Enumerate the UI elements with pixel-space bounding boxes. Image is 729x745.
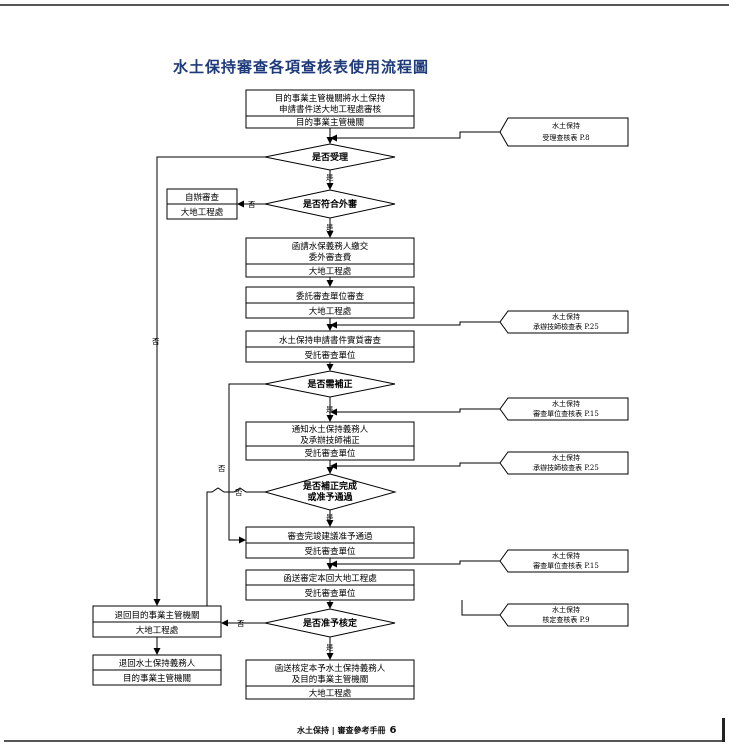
ref1-line1: 水土保持 [552, 121, 580, 130]
ref6-line1: 水土保持 [552, 605, 580, 614]
notify-owner: 受託審查單位 [304, 448, 356, 459]
no-label-d1: 否 [152, 337, 160, 346]
process-box-submit [245, 89, 415, 129]
self-review-line1: 自辦審查 [185, 192, 220, 203]
entrust-owner: 大地工程處 [309, 306, 352, 317]
no-label-d4: 否 [235, 488, 243, 497]
self-review-owner: 大地工程處 [181, 207, 224, 218]
submit-owner: 目的事業主管機關 [296, 117, 364, 128]
yes-label-d2: 是 [326, 223, 334, 232]
process-box-notify-correction [245, 421, 415, 461]
return-authority-owner: 大地工程處 [136, 625, 179, 636]
process-box-return-obligor [92, 654, 222, 686]
ref-tag-accept-checklist [499, 117, 629, 147]
page-title: 水土保持審查各項查核表使用流程圖 [173, 58, 430, 76]
ref5-line1: 水土保持 [552, 551, 580, 560]
no-label-d2: 否 [248, 200, 256, 209]
notify-line1: 通知水土保持義務人 [292, 424, 369, 435]
return-obligor-line1: 退回水土保持義務人 [119, 658, 196, 669]
yes-label-d1: 是 [326, 173, 334, 182]
yes-label-d4: 是 [326, 513, 334, 522]
ref-tag-approve-checklist [499, 603, 629, 627]
ref2-line2: 承辦技師檢查表 P.25 [533, 322, 599, 331]
entrust-line1: 委託審查單位審查 [296, 291, 365, 302]
substantive-line1: 水土保持申請書件實質審查 [279, 335, 382, 346]
process-box-return-authority [92, 605, 222, 638]
ref-tag-engineer-checklist-2 [499, 451, 629, 475]
ref-connectors [330, 131, 500, 616]
ref3-line1: 水土保持 [552, 399, 580, 408]
sendback-owner: 受託審查單位 [304, 588, 356, 599]
yes-label-d5: 是 [326, 643, 334, 652]
sendback-line1: 函送審定本回大地工程處 [283, 573, 377, 584]
submit-line1: 目的事業主管機關將水土保持 [275, 93, 386, 104]
fee-owner: 大地工程處 [309, 266, 352, 277]
decision-correction-complete [263, 473, 397, 511]
decision-complete-label-2: 或准予通過 [307, 491, 353, 503]
top-rule [0, 4, 729, 6]
ref-tag-unit-checklist-2 [499, 549, 629, 573]
no-label-d3: 否 [218, 464, 226, 473]
approve-owner: 大地工程處 [309, 688, 352, 699]
no-label-d5: 否 [237, 619, 245, 628]
branch-connectors [153, 156, 265, 655]
process-box-fee [245, 237, 415, 278]
notify-line2: 及承辦技師補正 [300, 435, 360, 446]
ref4-line1: 水土保持 [552, 453, 580, 462]
process-box-self-review [166, 188, 238, 220]
approve-line1: 函送核定本予水土保持義務人 [275, 663, 386, 674]
ref4-line2: 承辦技師檢查表 P.25 [533, 463, 599, 472]
return-authority-line1: 退回目的事業主管機關 [114, 610, 199, 621]
complete-line1: 審查完竣建議准予通過 [287, 531, 373, 542]
decision-external-label: 是否符合外審 [302, 198, 358, 210]
process-box-approve [245, 659, 415, 700]
decision-accept-label: 是否受理 [311, 151, 348, 163]
ref6-line2: 核定查核表 P.9 [542, 615, 589, 624]
decision-approve-label: 是否准予核定 [302, 617, 358, 629]
submit-line2: 申請書件送大地工程處審核 [279, 104, 382, 115]
return-obligor-owner: 目的事業主管機關 [123, 673, 191, 684]
edge-marker [722, 718, 725, 742]
ref-tag-unit-checklist-1 [499, 397, 629, 421]
footer-text: 水土保持 | 審查參考手冊 [297, 726, 386, 735]
complete-owner: 受託審查單位 [304, 546, 356, 557]
ref3-line2: 審查單位查核表 P.15 [533, 409, 599, 418]
fee-line2: 委外審查費 [309, 252, 352, 263]
ref-tag-engineer-checklist-1 [499, 310, 629, 334]
yes-label-d3: 是 [326, 405, 334, 414]
substantive-owner: 受託審查單位 [304, 350, 356, 361]
ref2-line1: 水土保持 [552, 312, 580, 321]
ref1-line2: 受理查核表 P.8 [542, 133, 589, 142]
bottom-rule [4, 740, 725, 742]
approve-line2: 及目的事業主管機關 [292, 674, 369, 685]
decision-complete-label-1: 是否補正完成 [302, 480, 357, 492]
fee-line1: 函請水保義務人繳交 [292, 241, 369, 252]
ref5-line2: 審查單位查核表 P.15 [533, 561, 599, 570]
decision-correction-label: 是否需補正 [306, 378, 352, 390]
page-number: 6 [389, 725, 397, 736]
